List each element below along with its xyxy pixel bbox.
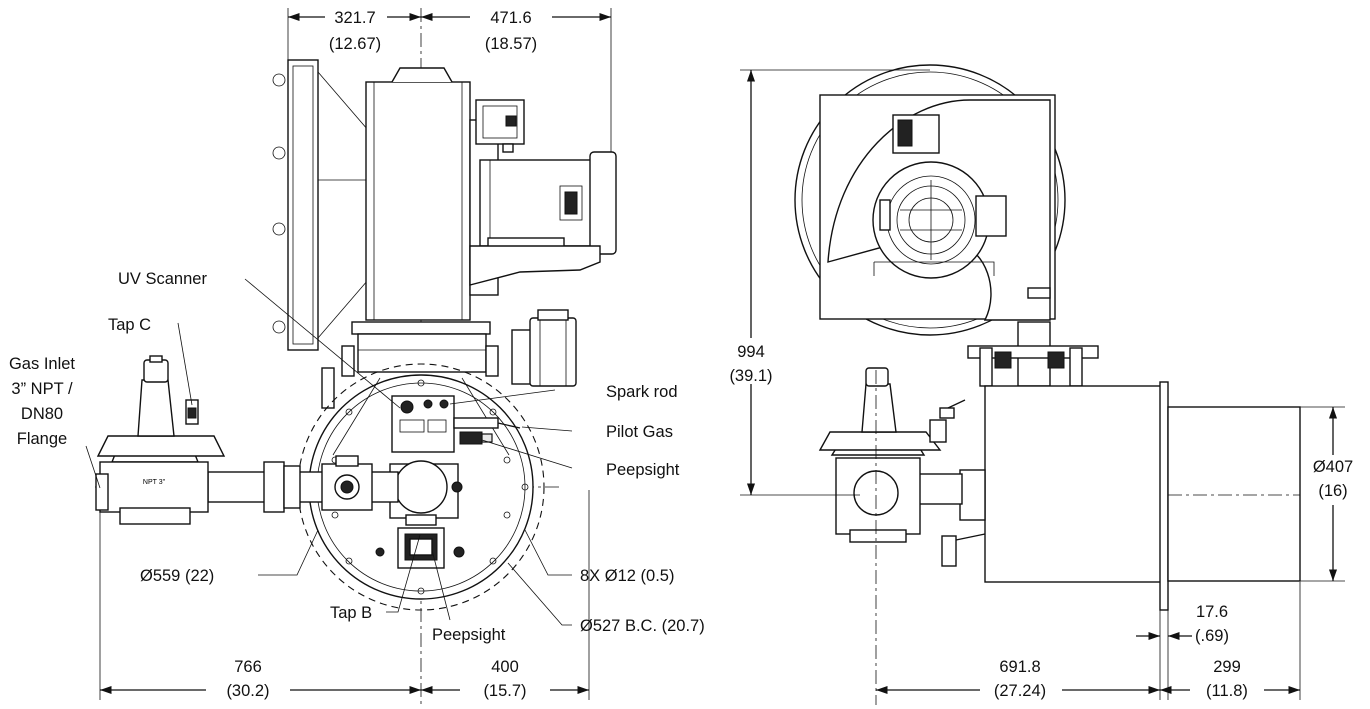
dim-tube-diameter-mm: Ø407 [1313, 458, 1353, 476]
label-8x-holes: 8X Ø12 (0.5) [580, 567, 674, 585]
dim-side-length-in: (27.24) [994, 682, 1046, 700]
gas-regulator: NPT 3" [95, 355, 226, 525]
label-diam-559: Ø559 (22) [140, 567, 214, 585]
tap-c-leader [177, 322, 193, 406]
dim-height-mm: 994 [737, 343, 765, 361]
dim-bottom-left-in: (30.2) [226, 682, 269, 700]
label-gas-inlet-2: 3” NPT / [11, 380, 73, 398]
dim-tube-diameter-in: (16) [1318, 482, 1347, 500]
air-damper-panel [272, 59, 369, 351]
label-tap-c: Tap C [108, 316, 151, 334]
side-view: 994 (39.1) Ø407 (16) 17.6 (.69) 691.8 (2… [729, 64, 1353, 705]
holes-8x-leader [524, 529, 572, 576]
front-view: NPT 3" 321.7 (12.67) 471.6 (18.57) [9, 8, 705, 705]
blower-motor [469, 151, 617, 286]
label-bolt-circle: Ø527 B.C. (20.7) [580, 617, 705, 635]
uv-scanner-leader [244, 278, 401, 409]
pilot-assembly [391, 395, 521, 453]
junction-box [475, 99, 525, 153]
dim-bottom-right-mm: 400 [491, 658, 519, 676]
gas-inlet-leader [85, 445, 101, 489]
dim-flange-thickness-in: (.69) [1195, 627, 1229, 645]
bolt-circle-leader [507, 562, 572, 626]
label-peepsight-upper: Peepsight [606, 461, 680, 479]
dim-top-left-mm: 321.7 [334, 9, 375, 27]
dim-top-right-in: (18.57) [485, 35, 537, 53]
dim-tube-length-in: (11.8) [1206, 682, 1248, 700]
label-gas-inlet-1: Gas Inlet [9, 355, 75, 373]
tap-b-leader [386, 534, 421, 613]
dim-side-length-mm: 691.8 [999, 658, 1040, 676]
label-pilot-gas: Pilot Gas [606, 423, 673, 441]
label-spark-rod: Spark rod [606, 383, 678, 401]
regulator-tag: NPT 3" [143, 479, 166, 486]
peepsight-upper-leader [481, 439, 573, 469]
fan-housing-side [794, 64, 1066, 336]
spark-rod-leader [449, 389, 556, 405]
label-peepsight-lower: Peepsight [432, 626, 506, 644]
dim-top-left-in: (12.67) [329, 35, 381, 53]
servo-actuator [511, 309, 577, 387]
burner-body [903, 381, 1301, 611]
label-uv-scanner: UV Scanner [118, 270, 207, 288]
dim-flange-thickness-mm: 17.6 [1196, 603, 1228, 621]
mounting-base [321, 321, 499, 409]
dim-tube-length-mm: 299 [1213, 658, 1241, 676]
label-gas-inlet-4: Flange [17, 430, 67, 448]
peepsight-lower-leader [431, 549, 451, 621]
dim-height-in: (39.1) [729, 367, 772, 385]
dim-bottom-left-mm: 766 [234, 658, 262, 676]
side-connector [967, 321, 1099, 387]
side-gas-regulator [818, 367, 986, 567]
label-gas-inlet-3: DN80 [21, 405, 63, 423]
dim-bottom-right-in: (15.7) [483, 682, 526, 700]
gas-manifold-head [375, 460, 465, 569]
gas-train [207, 455, 399, 513]
diam-559-leader [258, 529, 319, 576]
pilot-gas-leader [521, 426, 573, 432]
label-tap-b: Tap B [330, 604, 372, 622]
dim-top-right-mm: 471.6 [490, 9, 531, 27]
